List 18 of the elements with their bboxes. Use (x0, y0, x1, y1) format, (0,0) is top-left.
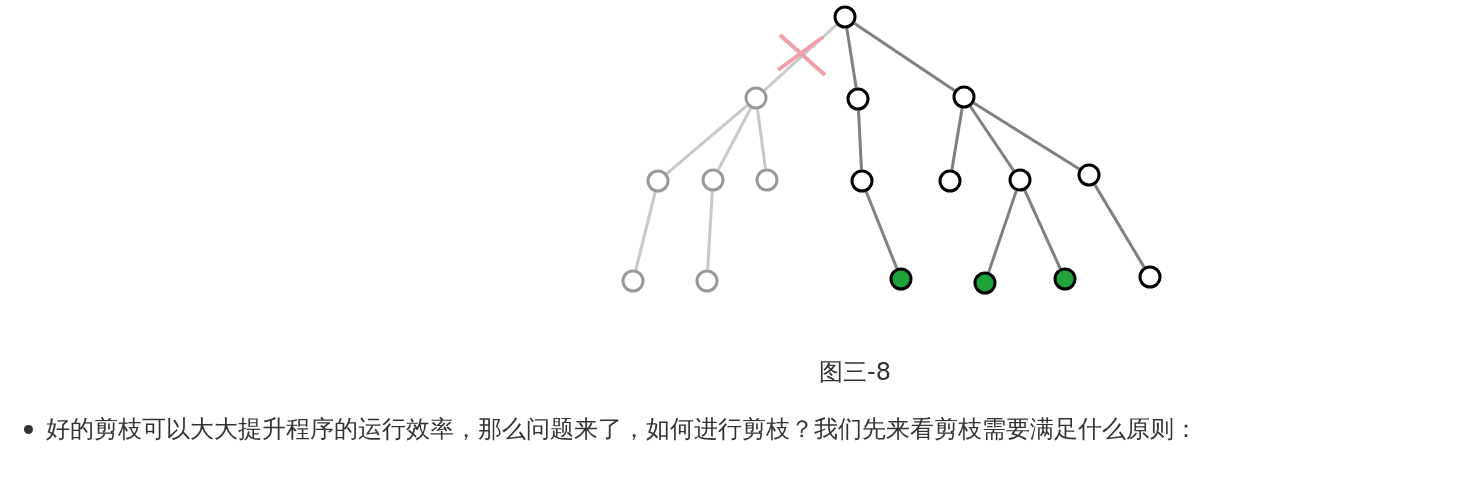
tree-edge (987, 190, 1018, 273)
tree-edge (950, 108, 964, 170)
tree-edge (634, 191, 657, 271)
tree-edge (1093, 184, 1146, 268)
tree-edge (845, 28, 858, 88)
figure-caption: 图三-8 (818, 357, 892, 388)
tree-edge (763, 23, 838, 92)
tree-edge (853, 22, 956, 92)
tree-edge (864, 191, 899, 269)
tree-edge (857, 110, 863, 170)
tree-edge (1023, 189, 1062, 270)
tree-edge (756, 109, 767, 169)
tree-edge (665, 104, 749, 175)
tree-edge (706, 191, 714, 270)
tree-edge (972, 101, 1081, 171)
paragraph-text: 好的剪枝可以大大提升程序的运行效率，那么问题来了，如何进行剪枝？我们先来看剪枝需要满足什么原则： (46, 414, 1198, 445)
tree-edge (717, 107, 752, 171)
tree-edge (969, 105, 1015, 172)
